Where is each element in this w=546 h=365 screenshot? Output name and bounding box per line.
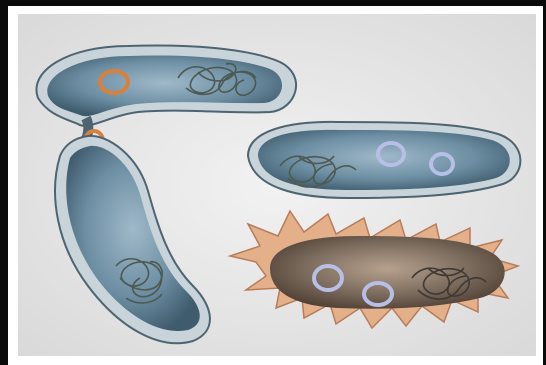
cell-right-middle — [248, 122, 520, 198]
bacteria-illustration — [8, 6, 543, 365]
frame-left-border — [0, 0, 8, 365]
illustration-panel — [8, 6, 543, 365]
